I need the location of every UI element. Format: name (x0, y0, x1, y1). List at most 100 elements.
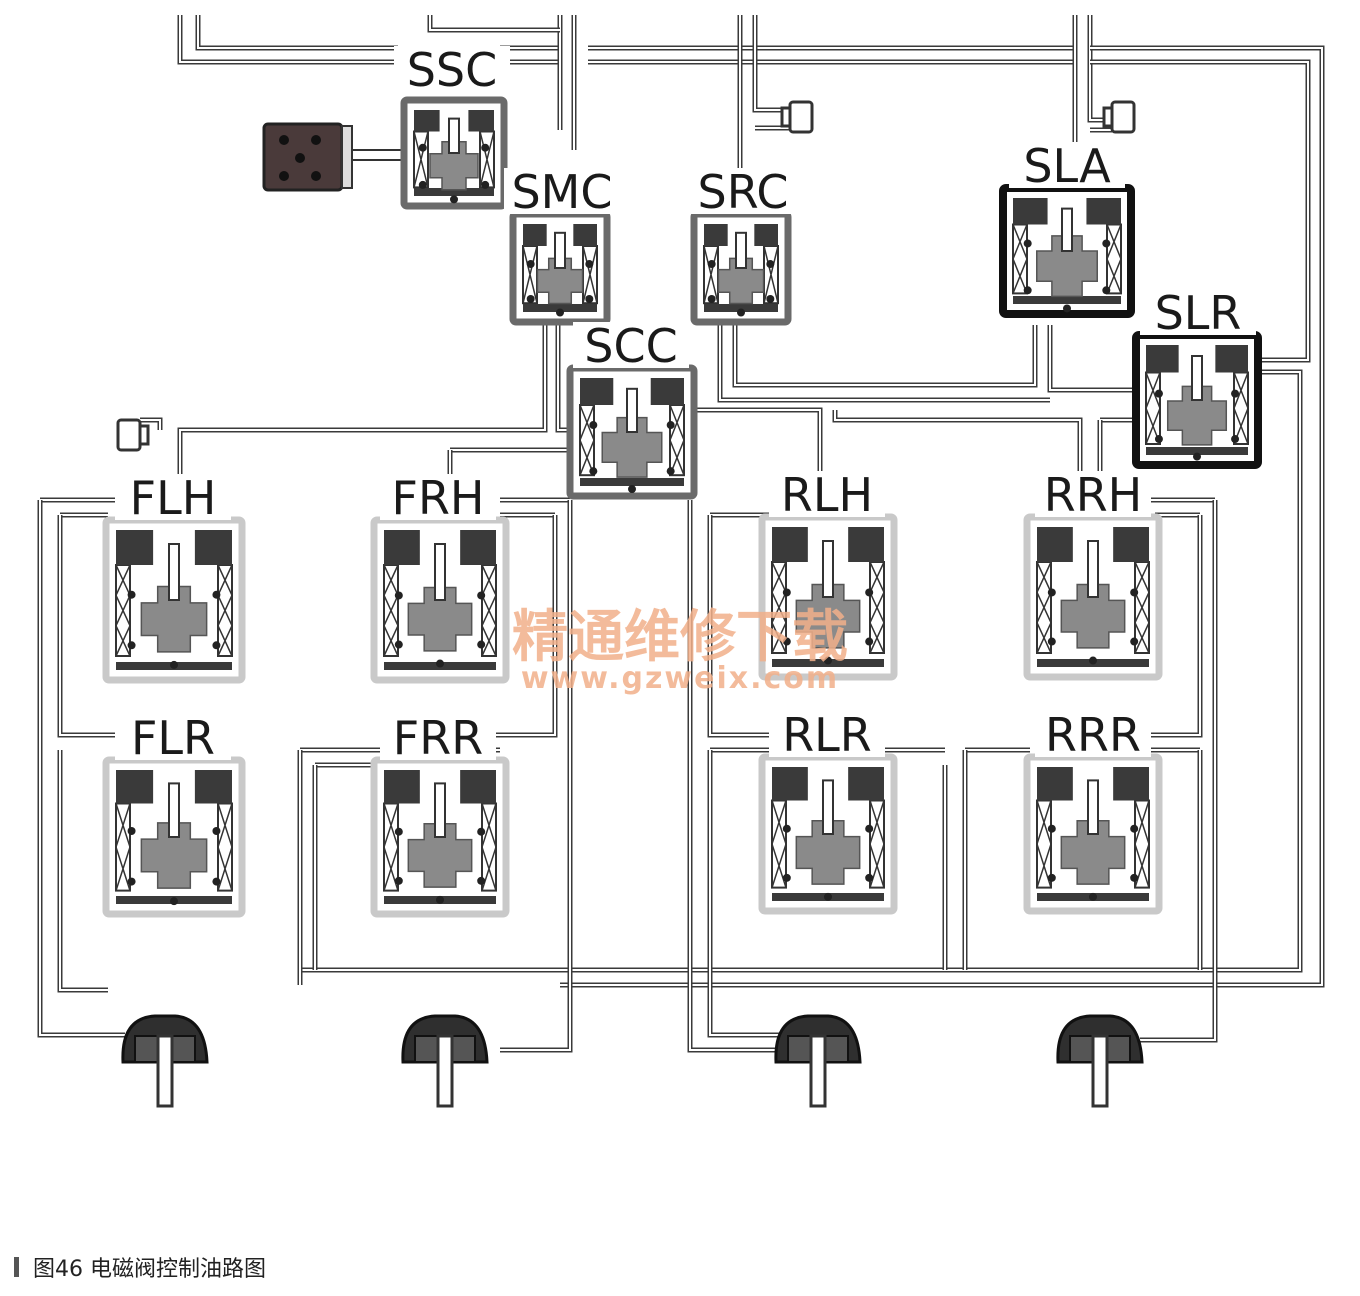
valve-ball (865, 824, 874, 833)
oil-line-outline (732, 325, 1038, 388)
valve-ball (1231, 435, 1240, 444)
coil-winding (1134, 843, 1150, 888)
valve-ball (394, 827, 403, 836)
valve-ball (589, 467, 598, 476)
valve-ball (1130, 588, 1139, 597)
coil-winding (479, 131, 495, 188)
valve-ball (1130, 824, 1139, 833)
oil-line-core (179, 15, 398, 63)
valve-base (523, 304, 597, 312)
coil-winding (1145, 372, 1161, 409)
valve-ball (782, 637, 791, 646)
valve-ball (1047, 588, 1056, 597)
label-backdrop (769, 711, 885, 757)
valve-ball (526, 260, 535, 269)
oil-lines (37, 15, 1325, 1053)
oil-line-outline (1047, 325, 1138, 393)
valve-ball (394, 640, 403, 649)
fixtures (116, 100, 1144, 1108)
coil-winding (115, 625, 131, 657)
valve-ball (436, 895, 444, 904)
coil-winding (1012, 258, 1028, 294)
label-backdrop (115, 474, 231, 520)
wheel-cylinder-icon (401, 1014, 489, 1108)
watermark: 精通维修下载 www.gzweix.com (512, 604, 848, 696)
coil (1036, 799, 1052, 889)
valve-ball (394, 591, 403, 600)
caption-text: 图46 电磁阀控制油路图 (33, 1257, 266, 1282)
valve-ball (766, 295, 775, 304)
valve-label-rrh: RRH (1044, 468, 1143, 522)
coil-winding (703, 245, 719, 304)
valve-ball (212, 827, 221, 835)
coil-winding (869, 622, 885, 654)
label-backdrop (1140, 289, 1256, 335)
valve-stem (1191, 355, 1203, 401)
coil-winding (481, 595, 497, 626)
armature-block (1215, 345, 1248, 373)
coil (1134, 799, 1150, 889)
coil-winding (522, 245, 538, 304)
oil-line-outline (1087, 15, 1112, 123)
armature-block (1113, 767, 1149, 801)
oil-line-outline (560, 45, 1325, 988)
armature-block (1037, 527, 1073, 562)
oil-line-core (500, 500, 571, 1051)
valve-ball (418, 180, 427, 189)
oil-line-core (179, 325, 546, 500)
cap-body (116, 418, 142, 452)
oil-line-outline (177, 15, 398, 65)
armature-block (468, 110, 494, 132)
coil-winding (383, 846, 399, 891)
valve-ball (1063, 304, 1071, 313)
coil (1106, 223, 1122, 295)
valve-label-rrr: RRR (1045, 708, 1141, 762)
oil-line-core (490, 515, 556, 736)
valve-stem (168, 782, 180, 839)
valve-label-frh: FRH (391, 471, 484, 525)
coil-winding (383, 595, 399, 626)
valve-rlr (758, 753, 898, 915)
valve-plunger (1036, 235, 1098, 298)
valve-label-src: SRC (698, 165, 789, 219)
valve-slr (1132, 331, 1262, 469)
cylinder-rod (1091, 1034, 1109, 1108)
coil-winding (771, 800, 787, 845)
oil-line-core (1140, 500, 1216, 1041)
reservoir-cap-icon (116, 418, 150, 452)
valve-stem (822, 779, 834, 836)
coil-winding (481, 564, 497, 596)
coil-winding (115, 803, 131, 848)
valve-plunger (1060, 820, 1126, 885)
valve-ball (127, 877, 136, 886)
coil-winding (771, 592, 787, 623)
valve-frr (370, 756, 510, 918)
valve-ssc (400, 96, 508, 210)
armature-block (460, 530, 496, 565)
accumulator (262, 122, 413, 192)
oil-line-core (695, 409, 821, 500)
valve-ball (481, 143, 490, 152)
label-backdrop (1035, 711, 1151, 757)
valve-src (690, 210, 792, 326)
valve-ball (782, 588, 791, 597)
coil (579, 404, 595, 477)
armature-block (523, 224, 547, 246)
valve-ball (1130, 873, 1139, 882)
valve-ball (1193, 452, 1201, 461)
coil-winding (383, 564, 399, 596)
armature-block (772, 767, 808, 801)
accumulator-bolt (311, 171, 321, 181)
valve-ball (865, 588, 874, 597)
wheel-cylinder-icon (774, 1014, 862, 1108)
valve-plunger (429, 140, 479, 191)
reservoir-cap-icon (780, 100, 814, 134)
valve-ball (782, 824, 791, 833)
coil-winding (771, 622, 787, 654)
cap-body (1110, 100, 1136, 134)
valve-ball (707, 295, 716, 304)
label-backdrop (1009, 142, 1125, 188)
coil-winding (115, 846, 131, 891)
valve-base (414, 188, 494, 196)
